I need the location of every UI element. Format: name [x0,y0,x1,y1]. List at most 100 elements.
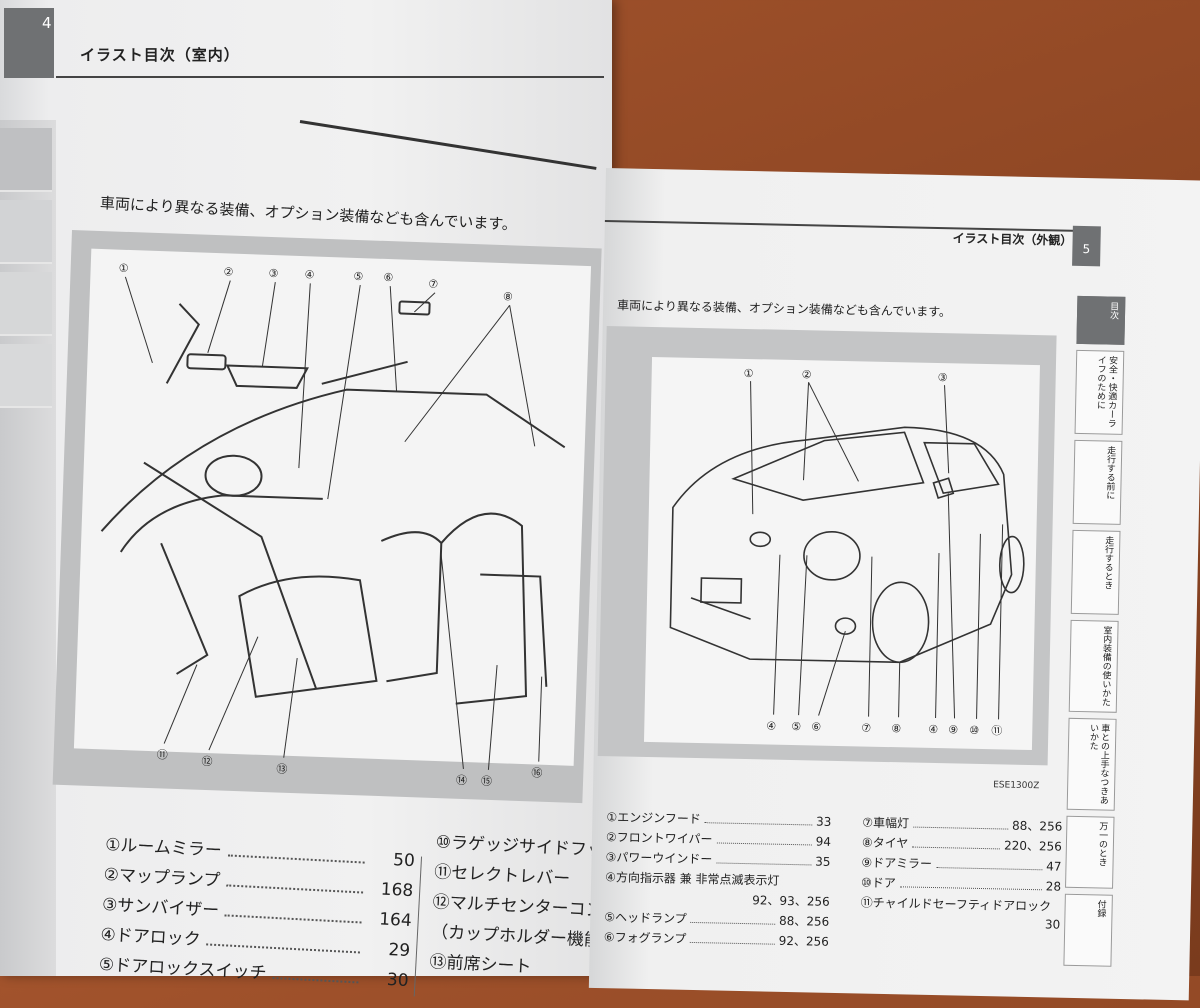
exterior-illustration: ① ② ③ ④ ⑤ ⑥ ⑦ ⑧ ④ ⑨ ⑩ ⑪ [597,326,1057,766]
exterior-callout: ⑨ [948,723,958,736]
interior-callout-leaders [124,276,543,770]
chapter-tab-before-driving[interactable]: 走行する前に [1072,439,1123,525]
chapter-tab-interior-equipment[interactable]: 室内装備の使いかた [1068,619,1119,713]
index-page: 30 [386,969,410,992]
exterior-callout-leaders [750,381,1004,720]
left-header-title: イラスト目次（室内） [80,46,240,64]
side-tab-shadow [0,200,52,264]
exterior-callout: ⑦ [861,721,871,734]
interior-callout: ⑫ [201,755,212,768]
index-column-divider [413,856,423,997]
index-label: ②マップランプ [103,864,221,892]
exterior-callout: ⑤ [791,720,801,733]
chapter-tab-while-driving[interactable]: 走行するとき [1070,529,1121,615]
leader-dots [912,846,1001,850]
interior-callout: ⑮ [481,775,492,788]
left-page-number: 4 [4,8,54,78]
leader-dots [225,884,364,894]
index-page: 88、256 [778,913,830,929]
exterior-callout: ④ [766,719,776,732]
interior-callout: ④ [304,268,314,281]
leader-dots [716,862,812,866]
index-page: 92、256 [778,933,829,949]
left-side-strip [0,120,56,976]
right-page-number: 5 [1072,225,1101,267]
chapter-tab-emergency[interactable]: 万一のとき [1065,815,1115,889]
index-label: ⑦車幅灯 [862,815,910,831]
index-label: ⑥フォグランプ [603,930,687,946]
leader-dots [224,914,362,924]
leader-dots [206,943,360,954]
index-row: ⑥フォグランプ 92、256 [604,928,829,953]
leader-dots [899,886,1042,891]
index-page: 94 [815,834,832,849]
exterior-callout: ⑥ [811,720,821,733]
leader-dots [272,976,359,984]
chapter-tab-safety[interactable]: 安全・快適カーライフのために [1074,349,1125,435]
interior-callout: ⑦ [428,277,438,290]
index-page: 88、256 [1011,818,1063,834]
left-header-rule [56,76,604,78]
index-page: 164 [378,909,413,932]
index-label: ⑪チャイルドセーフティドアロック [860,895,1052,914]
exterior-callout: ⑧ [891,722,901,735]
side-tab-shadow [0,128,52,192]
interior-callout: ⑥ [383,271,393,284]
interior-callout: ⑯ [531,766,542,779]
index-page: 168 [380,879,414,902]
interior-callout: ③ [268,267,278,280]
index-label: ②フロントワイパー [605,830,713,847]
leader-dots [913,826,1009,830]
right-equipment-note: 車両により異なる装備、オプション装備なども含んでいます。 [616,298,952,320]
index-page: 28 [1045,879,1062,894]
index-page: 50 [392,850,416,872]
exterior-callout: ⑩ [969,724,979,737]
index-label: ①エンジンフード [606,810,701,827]
side-tab-shadow [0,344,52,408]
chapter-tab-appendix[interactable]: 付録 [1063,893,1113,967]
leader-dots [690,921,776,925]
leader-dots [935,867,1043,871]
index-continuation: 30 [1044,917,1061,932]
index-label: ④方向指示器 兼 非常点滅表示灯 [605,870,780,888]
left-header-rule-accent [299,120,597,170]
index-page: 35 [815,854,831,869]
exterior-callout: ② [802,368,812,381]
chapter-tabs: 目次 安全・快適カーライフのために 走行する前に 走行するとき 室内装備の使いか… [1063,295,1129,973]
index-label: ①ルームミラー [104,834,223,862]
index-label: ⑨ドアミラー [861,855,933,871]
index-page: 47 [1046,859,1062,874]
index-label: ③パワーウインドー [605,850,713,867]
index-page: 29 [387,939,411,962]
leader-dots [704,822,813,826]
index-label: ⑬前席シート [429,952,532,978]
chapter-tab-contents[interactable]: 目次 [1076,295,1126,345]
exterior-callout: ① [744,367,754,380]
index-label: ③サンバイザー [101,894,220,922]
interior-callout: ② [223,265,233,278]
left-equipment-note: 車両により異なる装備、オプション装備なども含んでいます。 [99,194,518,234]
left-page: 4 イラスト目次（室内） 車両により異なる装備、オプション装備なども含んでいます… [0,0,621,997]
interior-callout: ⑭ [456,774,467,787]
leader-dots [690,941,775,945]
interior-callout: ⑤ [353,270,363,283]
index-label: ⑤ヘッドランプ [604,910,687,926]
chapter-tab-car-care[interactable]: 車との上手なつきあいかた [1066,717,1117,811]
index-label: ⑩ドア [860,875,896,891]
index-label: ⑧タイヤ [861,835,909,851]
exterior-callout: ⑪ [991,724,1002,737]
leader-dots [716,842,812,846]
exterior-drawing: ① ② ③ ④ ⑤ ⑥ ⑦ ⑧ ④ ⑨ ⑩ ⑪ [669,367,1025,737]
interior-callout: ① [118,262,128,275]
interior-illustration: ① ② ③ ④ ⑤ ⑥ ⑦ ⑧ ⑪ ⑫ ⑬ ⑭ ⑮ ⑯ [52,230,602,804]
exterior-callout: ③ [938,371,948,384]
figure-code: ESE1300Z [993,780,1040,792]
side-tab-shadow [0,272,52,336]
right-page: イラスト目次（外観） 5 車両により異なる装備、オプション装備なども含んでいます… [588,168,1200,1001]
interior-callout: ⑬ [276,762,287,775]
leader-dots [227,854,365,864]
interior-drawing: ① ② ③ ④ ⑤ ⑥ ⑦ ⑧ ⑪ ⑫ ⑬ ⑭ ⑮ ⑯ [100,262,566,788]
